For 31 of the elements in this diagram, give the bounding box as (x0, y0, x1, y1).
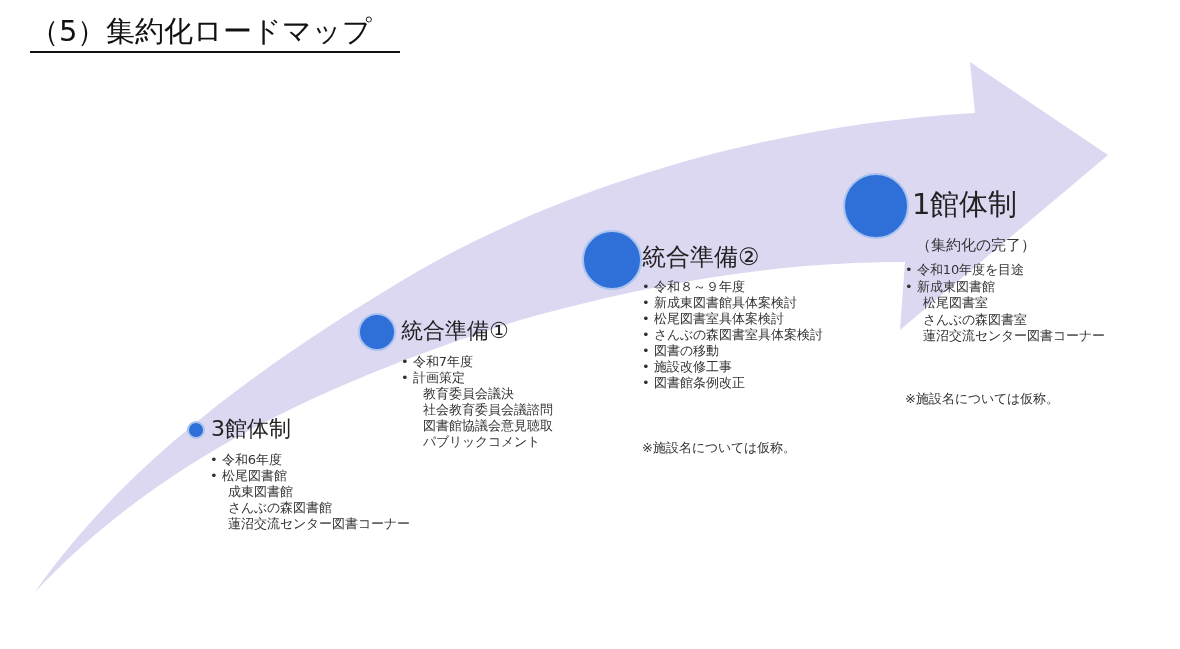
list-item: • 施設改修工事 (642, 359, 732, 375)
list-item: 成東図書館 (228, 484, 293, 500)
note: ※施設名については仮称。 (905, 391, 1059, 407)
milestone-heading: 3館体制 (211, 416, 291, 443)
list-item: • 新成東図書館 (905, 279, 995, 295)
list-item: • 松尾図書室具体案検討 (642, 311, 784, 327)
list-item: • さんぶの森図書室具体案検討 (642, 327, 823, 343)
list-item: さんぶの森図書館 (228, 500, 332, 516)
list-item: • 松尾図書館 (210, 468, 287, 484)
milestone-heading: 1館体制 (912, 187, 1018, 222)
milestone-heading: 統合準備① (401, 318, 509, 345)
list-item: • 新成東図書館具体案検討 (642, 295, 797, 311)
list-item: 蓮沼交流センター図書コーナー (923, 328, 1105, 344)
milestone-subtitle: （集約化の完了） (916, 236, 1036, 254)
note: ※施設名については仮称。 (642, 440, 796, 456)
list-item: 蓮沼交流センター図書コーナー (228, 516, 410, 532)
list-item: • 図書の移動 (642, 343, 719, 359)
list-item: 松尾図書室 (923, 295, 988, 311)
list-item: パブリックコメント (423, 434, 540, 450)
page-title: （5）集約化ロードマップ (30, 14, 401, 53)
list-item: • 図書館条例改正 (642, 375, 745, 391)
list-item: さんぶの森図書室 (923, 312, 1027, 328)
list-item: • 令和6年度 (210, 452, 283, 468)
list-item: 教育委員会議決 (423, 386, 514, 402)
list-item: 社会教育委員会議諮問 (423, 402, 553, 418)
list-item: • 令和7年度 (401, 354, 474, 370)
list-item: • 計画策定 (401, 370, 465, 386)
list-item: • 令和８～９年度 (642, 279, 745, 295)
milestone-heading: 統合準備② (642, 243, 760, 272)
list-item: • 令和10年度を目途 (905, 262, 1025, 278)
list-item: 図書館協議会意見聴取 (423, 418, 553, 434)
